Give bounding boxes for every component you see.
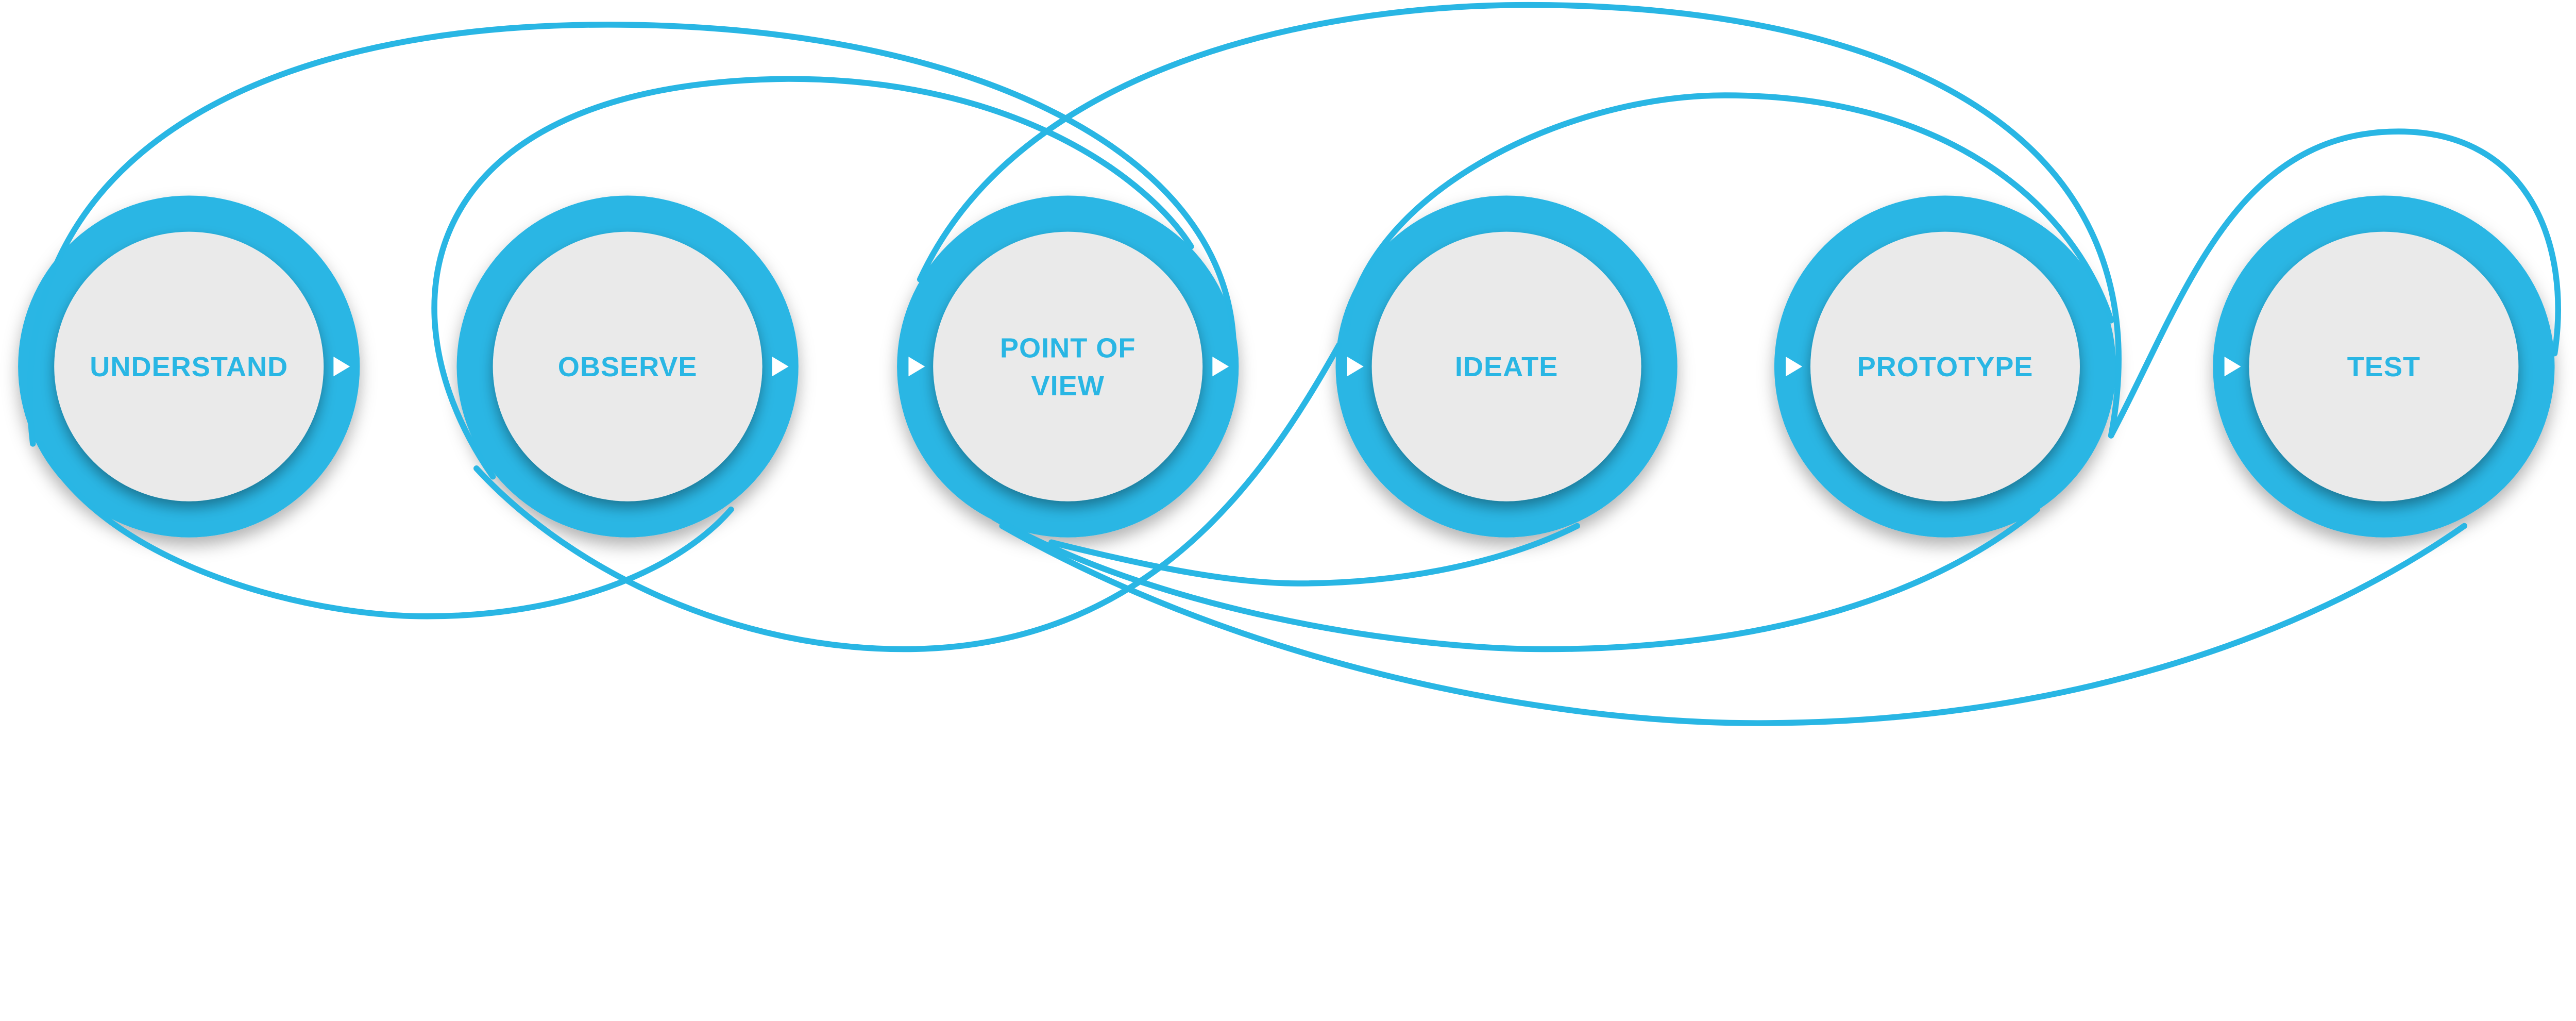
node-core [1371,231,1641,501]
node-label: IDEATE [1455,352,1558,382]
design-thinking-diagram: UNDERSTAND OBSERVE POINT OF VIEW IDEATE PROTO… [18,2,2561,726]
triangle-right-icon [2224,356,2241,377]
triangle-right-icon [772,356,789,377]
node-understand [18,195,360,538]
node-label: TEST [2347,352,2420,382]
triangle-right-icon [1347,356,1364,377]
node-core [2249,231,2519,501]
node-label: VIEW [1031,371,1105,401]
node-label: PROTOTYPE [1857,352,2033,382]
node-core [54,231,324,501]
triangle-right-icon [333,356,350,377]
node-label-group: IDEATE [1347,352,1558,382]
node-label-group: TEST [2224,352,2420,382]
node-prototype [1774,195,2116,538]
node-label-group: OBSERVE [558,352,789,382]
node-core [1810,231,2080,501]
node-label: POINT OF [1000,333,1136,364]
node-ideate [1335,195,1677,538]
node-label-group: UNDERSTAND [90,352,350,382]
node-observe [456,195,799,538]
triangle-right-icon [1786,356,1803,377]
loop-curve [27,22,1237,447]
loop-curve [991,506,2040,652]
loop-curve [999,523,2467,726]
node-core [493,231,762,501]
node-point-of-view [897,195,1239,538]
node-core [933,231,1203,501]
loop-curve [917,2,2122,439]
loop-curve [1048,523,1580,587]
node-label-group: POINT OF VIEW [908,333,1229,401]
node-label: OBSERVE [558,352,698,382]
loop-curve [1344,92,2114,332]
loop-curve [473,342,1342,652]
loop-curve [431,76,1194,480]
loop-curve [2108,128,2561,439]
loop-curve [38,441,734,620]
node-label: UNDERSTAND [90,352,288,382]
triangle-right-icon [1212,356,1229,377]
node-test [2213,195,2555,538]
triangle-right-icon [908,356,925,377]
node-label-group: PROTOTYPE [1786,352,2033,382]
